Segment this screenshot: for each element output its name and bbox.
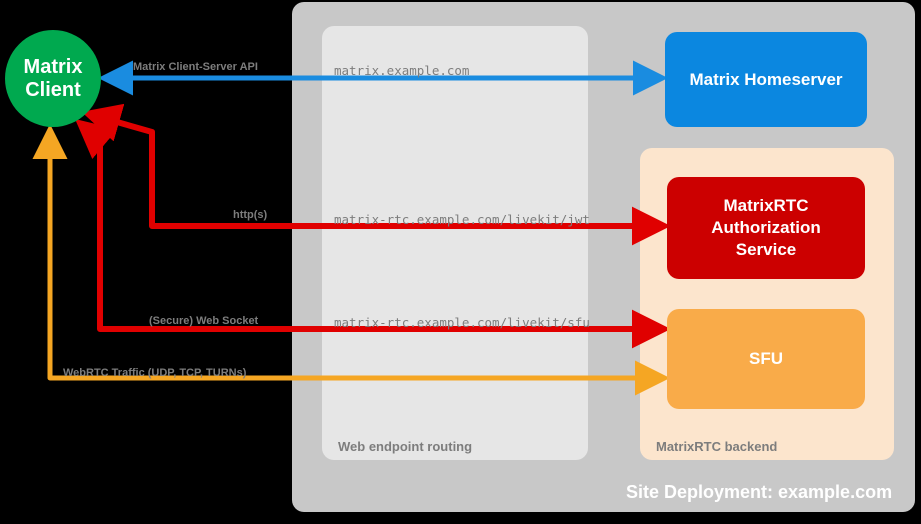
node-matrix-client[interactable]: Matrix Client: [5, 30, 101, 127]
node-sfu-label: SFU: [749, 349, 783, 368]
edge-label-client-server-api: Matrix Client-Server API: [133, 61, 258, 73]
endpoint-url-livekit-jwt: matrix-rtc.example.com/livekit/jwt: [334, 212, 590, 227]
node-auth-line1: MatrixRTC: [723, 195, 809, 215]
node-matrixrtc-authorization-service[interactable]: MatrixRTC Authorization Service: [667, 177, 865, 279]
edge-label-webrtc-traffic: WebRTC Traffic (UDP, TCP, TURNs): [63, 367, 247, 379]
node-matrix-homeserver-label: Matrix Homeserver: [689, 69, 843, 89]
edge-webrtc-traffic: [32, 123, 671, 396]
site-deployment-label: Site Deployment: example.com: [626, 482, 893, 502]
node-matrix-client-line2: Client: [25, 78, 81, 101]
node-matrix-homeserver[interactable]: Matrix Homeserver: [665, 32, 867, 127]
zone-label-matrixrtc-backend: MatrixRTC backend: [656, 439, 778, 454]
zone-label-web-endpoint-routing: Web endpoint routing: [338, 439, 473, 454]
edge-livekit-jwt: [81, 103, 671, 246]
endpoint-url-matrix: matrix.example.com: [334, 63, 470, 78]
node-auth-line3: Service: [735, 240, 797, 260]
edge-label-http: http(s): [233, 209, 268, 221]
node-matrix-client-line1: Matrix: [23, 55, 83, 78]
edge-label-web-socket: (Secure) Web Socket: [149, 315, 259, 327]
node-auth-line2: Authorization: [711, 217, 821, 237]
endpoint-url-livekit-sfu: matrix-rtc.example.com/livekit/sfu: [334, 315, 590, 330]
node-sfu[interactable]: SFU: [667, 309, 865, 409]
